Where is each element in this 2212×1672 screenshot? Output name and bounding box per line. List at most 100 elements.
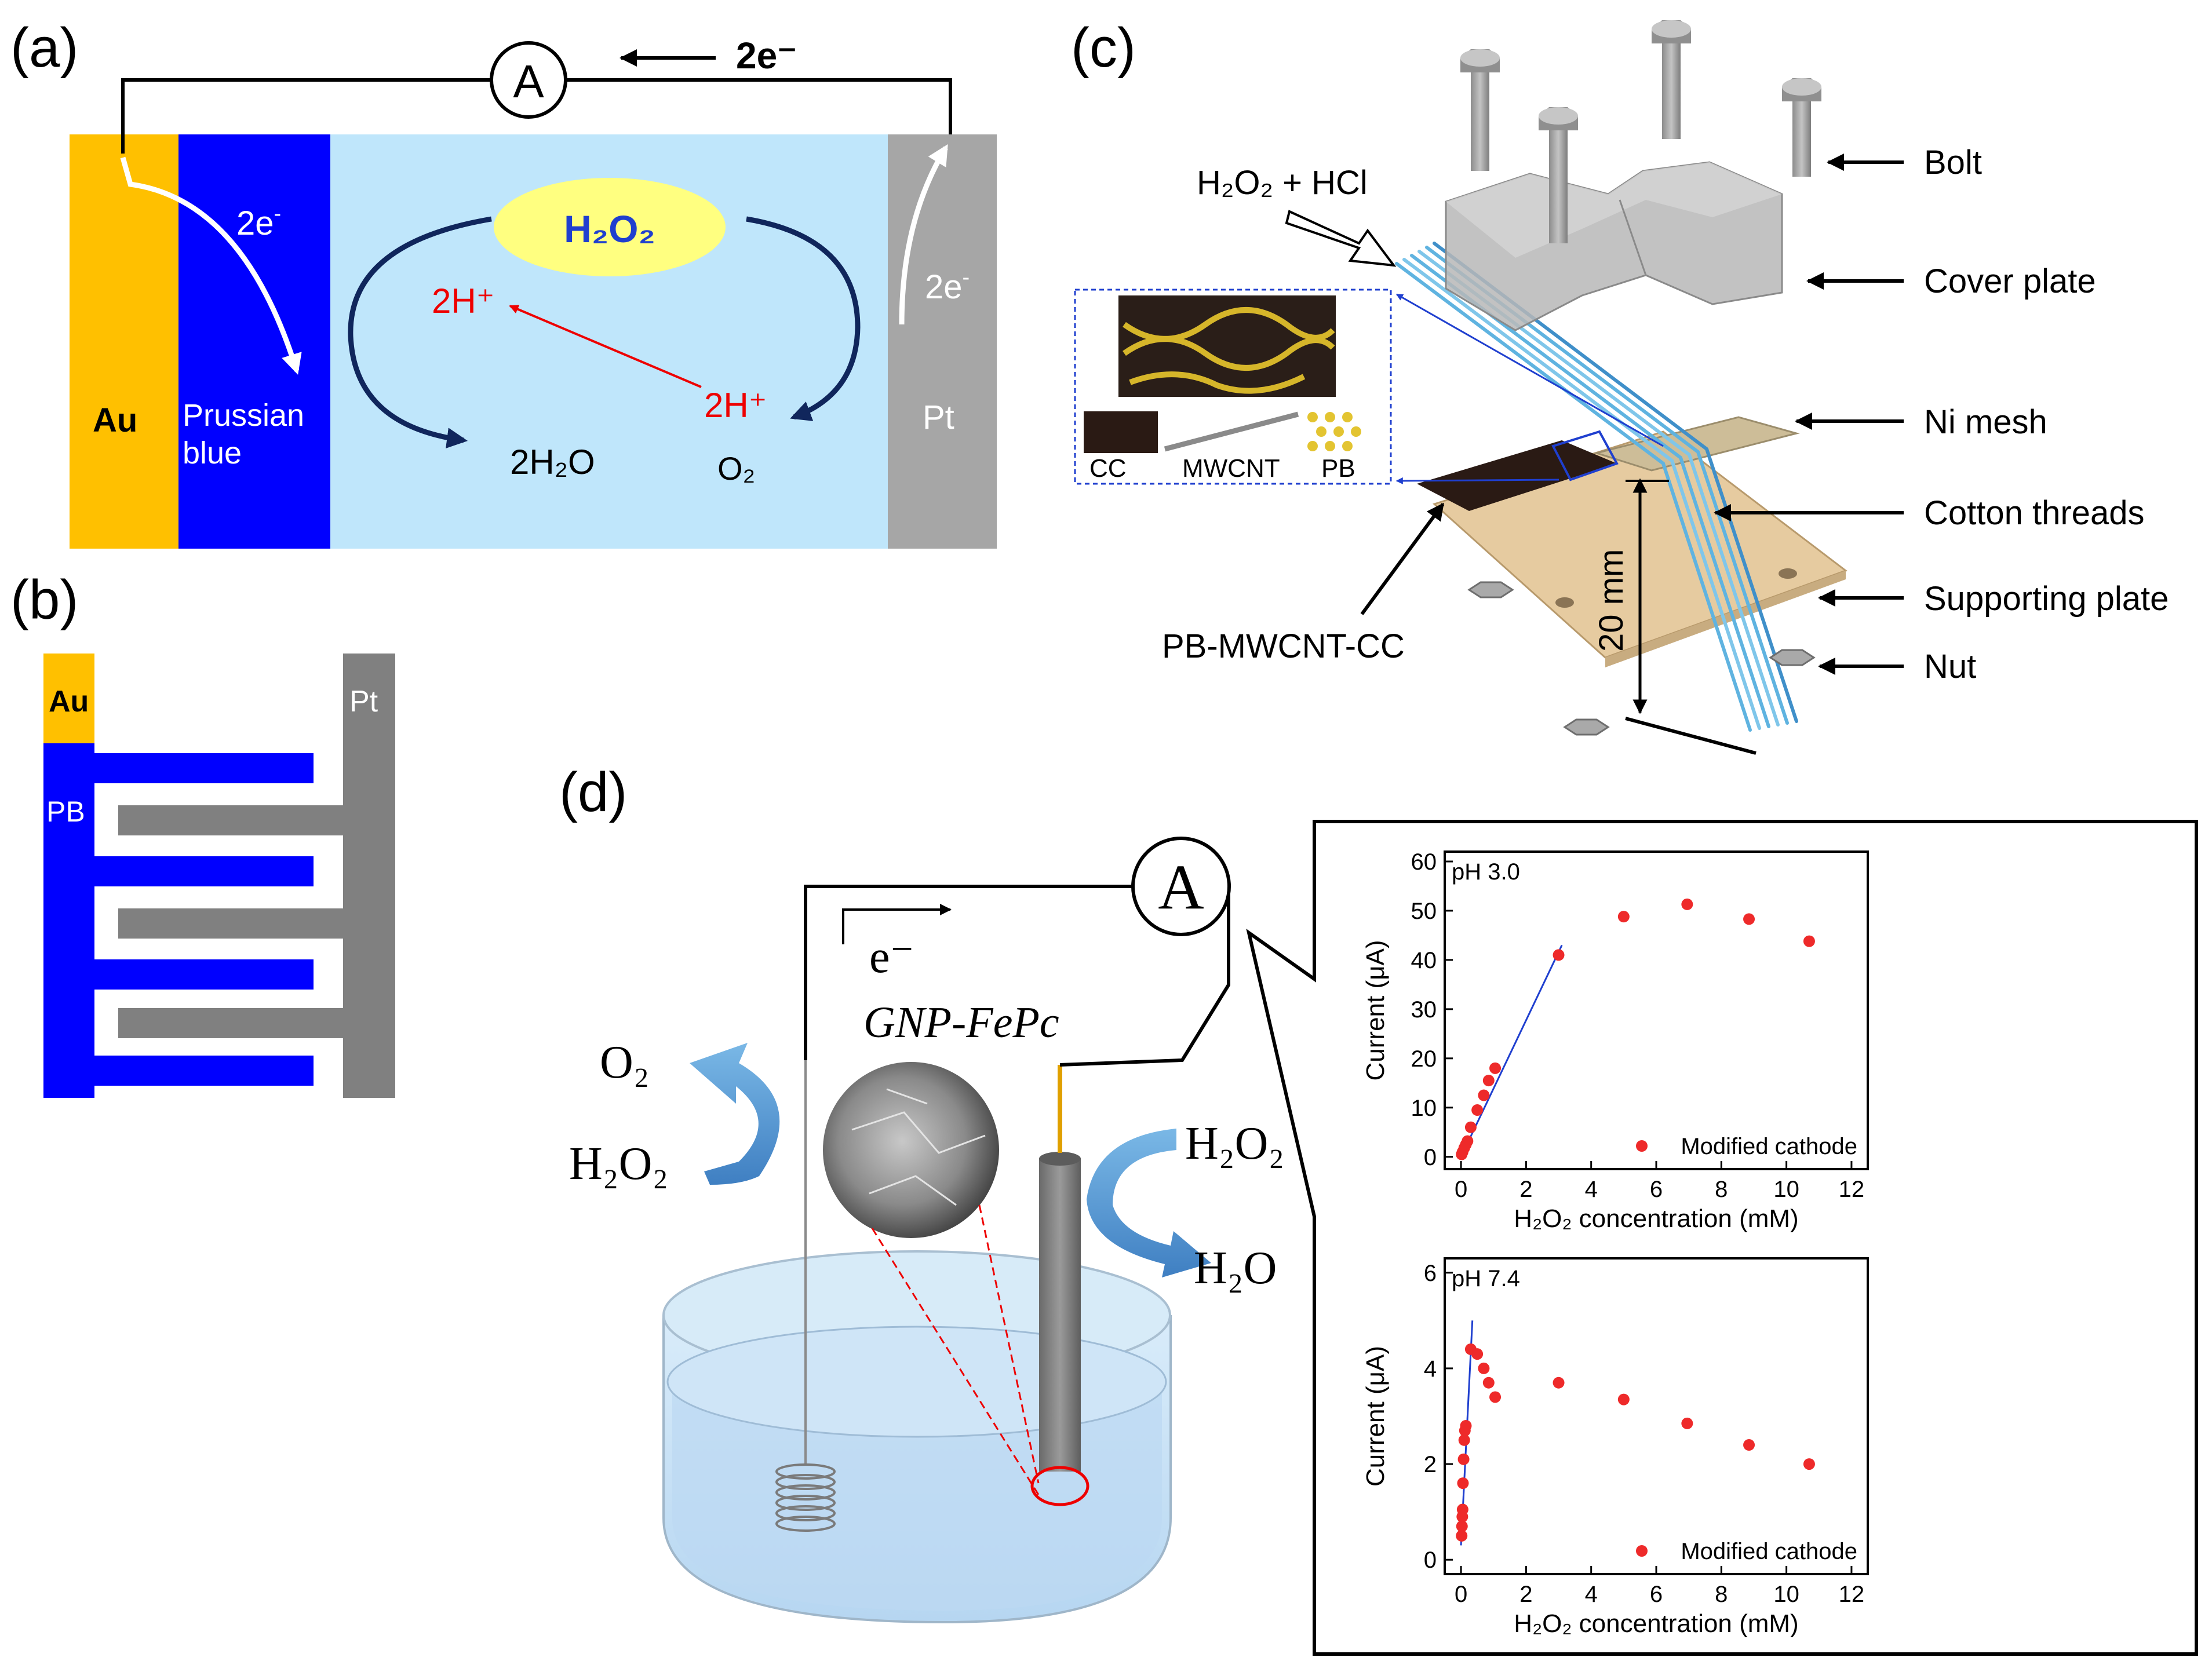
left-electron-label: 2e-	[236, 202, 281, 242]
proton-upper: 2H⁺	[432, 282, 494, 320]
label-ni-mesh: Ni mesh	[1924, 403, 2047, 441]
pb-label: PB	[46, 795, 85, 828]
zoom-line-lower	[871, 1228, 1040, 1495]
data-point	[1478, 1089, 1490, 1101]
y-tick-label: 0	[1424, 1547, 1437, 1573]
h2o2-ellipse	[494, 178, 726, 276]
x-axis-label: H₂O₂ concentration (mM)	[1514, 1204, 1798, 1233]
zoom-line-upper	[978, 1204, 1040, 1484]
y-tick-label: 50	[1411, 899, 1437, 924]
x-tick-label: 4	[1585, 1582, 1598, 1607]
bolts	[1460, 20, 1821, 243]
x-tick-label: 2	[1519, 1177, 1532, 1202]
data-point	[1553, 1377, 1565, 1389]
plot-frame	[1444, 1257, 1869, 1575]
data-point	[1478, 1362, 1490, 1374]
inset-pb-particles	[1307, 412, 1361, 451]
data-point	[1681, 898, 1693, 910]
pb-comb	[43, 743, 314, 1098]
data-point	[1803, 935, 1815, 947]
ammeter-d	[1131, 837, 1231, 936]
x-axis-label: H₂O₂ concentration (mM)	[1514, 1609, 1798, 1638]
pt-comb	[118, 654, 395, 1098]
circuit-wire-d	[804, 885, 1230, 1067]
x-tick-label: 10	[1773, 1177, 1799, 1202]
y-tick-label: 2	[1424, 1452, 1437, 1477]
sem-texture	[851, 1088, 986, 1206]
panel-a-label: (a)	[10, 17, 78, 79]
inlet-arrow	[1285, 210, 1397, 267]
electrode-tip-highlight	[1030, 1466, 1089, 1506]
electron-flow-arrow	[842, 904, 952, 944]
left-curved-arrow	[348, 216, 492, 449]
ammeter-d-label: A	[1158, 852, 1204, 922]
plot-frame	[1444, 850, 1869, 1170]
ammeter-label: A	[513, 56, 544, 107]
right-electron-arrow	[899, 144, 948, 325]
y-tick-label: 30	[1411, 997, 1437, 1023]
electrode-highlight-box	[1551, 430, 1619, 481]
x-tick-label: 12	[1839, 1582, 1865, 1607]
material-label: GNP-FePc	[863, 998, 1059, 1047]
ammeter	[490, 41, 567, 119]
x-tick-label: 10	[1773, 1582, 1799, 1607]
x-tick-label: 2	[1519, 1582, 1532, 1607]
label-nut: Nut	[1924, 648, 1976, 685]
data-point	[1743, 1439, 1755, 1451]
component-pointers	[1714, 154, 1904, 675]
inset-link-upper	[1395, 293, 1664, 447]
panel-b-label: (b)	[10, 569, 78, 631]
nuts	[1467, 581, 1816, 736]
data-point	[1681, 1417, 1693, 1429]
data-point	[1489, 1062, 1502, 1074]
cover-plate	[1445, 161, 1783, 331]
inset-cc-swatch	[1084, 411, 1158, 453]
electrode-pointer	[1360, 502, 1445, 615]
pb-mwcnt-cc-electrode	[1417, 440, 1617, 511]
inset: CC MWCNT PB	[1074, 289, 1392, 485]
dimension-label: 20 mm	[1593, 549, 1630, 652]
legend-label: Modified cathode	[1681, 1134, 1857, 1159]
water-label: 2H₂O	[510, 443, 595, 481]
legend-marker	[1636, 1140, 1648, 1152]
inset-pb-network	[1123, 307, 1335, 394]
data-point	[1456, 1529, 1468, 1542]
gold-electrode	[70, 134, 178, 549]
working-electrode-rod	[1039, 1159, 1081, 1472]
x-tick-label: 0	[1455, 1177, 1467, 1202]
left-product: O₂	[600, 1037, 650, 1088]
y-axis-label: Current (μA)	[1361, 1346, 1390, 1487]
data-point	[1462, 1135, 1474, 1147]
au-pad	[43, 654, 94, 743]
right-curved-arrow	[746, 216, 861, 421]
data-point	[1553, 949, 1565, 961]
legend-marker	[1636, 1545, 1648, 1557]
platinum-electrode	[888, 134, 997, 549]
data-point	[1457, 1453, 1470, 1465]
ni-mesh	[1593, 416, 1800, 472]
x-tick-label: 6	[1650, 1582, 1663, 1607]
y-tick-label: 40	[1411, 948, 1437, 973]
sem-image	[823, 1062, 999, 1238]
fit-line	[1460, 944, 1563, 1158]
data-point	[1489, 1391, 1502, 1403]
data-point	[1464, 1121, 1477, 1133]
right-reaction-arrow	[1087, 1129, 1211, 1277]
chart-title: pH 7.4	[1452, 1266, 1520, 1291]
chart-title: pH 3.0	[1452, 859, 1520, 885]
x-tick-label: 0	[1455, 1582, 1467, 1607]
x-tick-label: 6	[1650, 1177, 1663, 1202]
left-reactant: H₂O₂	[569, 1138, 668, 1189]
inset-link-lower	[1395, 477, 1559, 484]
inset-label-mwcnt: MWCNT	[1182, 454, 1280, 483]
data-point	[1457, 1477, 1469, 1490]
right-electron-label: 2e-	[925, 265, 970, 306]
y-tick-label: 0	[1424, 1145, 1437, 1170]
oxygen-label: O₂	[717, 450, 755, 487]
y-tick-label: 4	[1424, 1356, 1437, 1382]
electron-label: e⁻	[869, 932, 914, 983]
inset-mwcnt-rod	[1164, 411, 1299, 452]
panel-d: (d) A e⁻ GNP-FePc	[559, 761, 2198, 1656]
label-cover-plate: Cover plate	[1924, 262, 2096, 300]
